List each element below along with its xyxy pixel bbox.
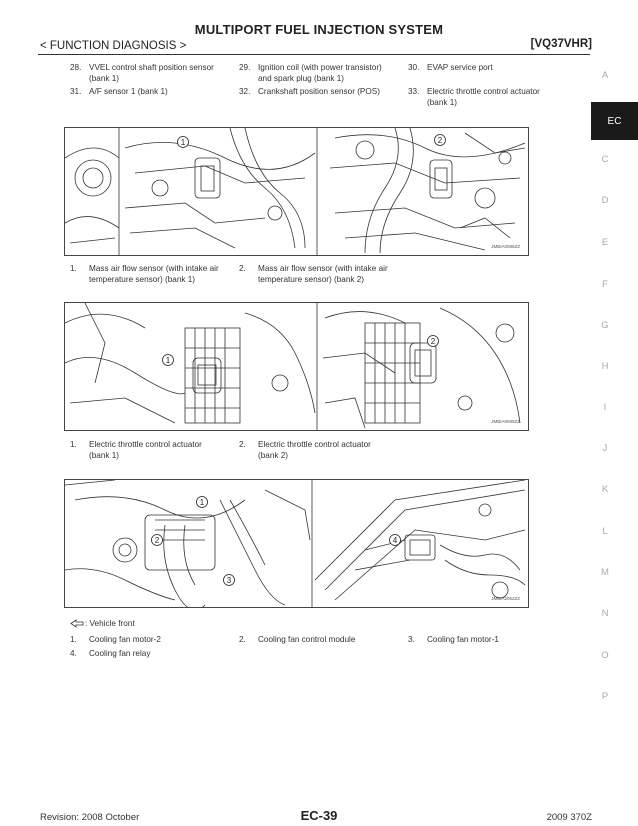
index-tab-c[interactable]: C — [601, 154, 609, 165]
legend-item: 2. Cooling fan control module — [239, 635, 356, 644]
index-tab-f[interactable]: F — [602, 279, 608, 290]
figure-code: JMBIA0086ZZ — [491, 244, 520, 249]
callout-1: 1 — [181, 138, 186, 147]
index-tab-e[interactable]: E — [601, 237, 609, 248]
legend-item: 29. Ignition coil (with power transistor… — [239, 63, 382, 83]
model-year: 2009 370Z — [546, 812, 592, 823]
header-rule — [38, 54, 590, 55]
index-tab-m[interactable]: M — [601, 567, 609, 578]
revision-date: Revision: 2008 October — [40, 812, 140, 823]
figure-code: JMBIA0085ZZ — [491, 419, 520, 424]
callout-1: 1 — [166, 356, 171, 365]
index-tab-g[interactable]: G — [601, 320, 609, 331]
legend-item: 1. Cooling fan motor-2 — [70, 635, 161, 644]
figure-throttle-actuators: 1 2 JMBIA0085ZZ — [64, 302, 529, 431]
index-tab-l[interactable]: L — [602, 526, 608, 537]
legend-item: 4. Cooling fan relay — [70, 649, 151, 658]
callout-2: 2 — [155, 536, 160, 545]
page-title: MULTIPORT FUEL INJECTION SYSTEM — [194, 22, 444, 37]
vehicle-front-note: : Vehicle front — [70, 618, 270, 630]
legend-item: 28. VVEL control shaft position sensor(b… — [70, 63, 214, 83]
arrow-left-icon — [70, 619, 84, 628]
legend-item: 3. Cooling fan motor-1 — [408, 635, 499, 644]
model-code: [VQ37VHR] — [530, 38, 592, 50]
callout-2: 2 — [438, 136, 443, 145]
callout-1: 1 — [200, 498, 205, 507]
index-tab-o[interactable]: O — [601, 650, 609, 661]
figure-mass-air-flow-sensors: 1 2 JMBIA0086ZZ — [64, 127, 529, 256]
legend-item: 2. Electric throttle control actuator(ba… — [239, 440, 371, 460]
index-tab-d[interactable]: D — [601, 195, 609, 206]
cooling-fan-illustration: 1 2 3 4 — [65, 480, 526, 607]
legend-item: 31. A/F sensor 1 (bank 1) — [70, 87, 168, 96]
legend-item: 2. Mass air flow sensor (with intake air… — [239, 264, 388, 284]
page-number: EC-39 — [300, 808, 338, 823]
section-name: < FUNCTION DIAGNOSIS > — [40, 40, 187, 52]
index-tab-h[interactable]: H — [601, 361, 609, 372]
index-tab-p[interactable]: P — [601, 691, 609, 702]
legend-item: 33. Electric throttle control actuator(b… — [408, 87, 540, 107]
index-tab-ec-active[interactable]: EC — [591, 102, 638, 140]
callout-4: 4 — [393, 536, 398, 545]
index-tab-a[interactable]: A — [601, 70, 609, 81]
legend-item: 1. Mass air flow sensor (with intake air… — [70, 264, 219, 284]
throttle-illustration: 1 2 — [65, 303, 521, 430]
index-tab-j[interactable]: J — [602, 443, 608, 454]
figure-code: JMBIA2062ZZ — [491, 596, 520, 601]
index-tab-n[interactable]: N — [601, 608, 609, 619]
index-tab-i[interactable]: I — [603, 402, 607, 413]
callout-2: 2 — [431, 337, 436, 346]
legend-item: 1. Electric throttle control actuator(ba… — [70, 440, 202, 460]
legend-item: 32. Crankshaft position sensor (POS) — [239, 87, 380, 96]
figure-cooling-fan: 1 2 3 4 JMBIA2062ZZ — [64, 479, 529, 608]
callout-3: 3 — [227, 576, 232, 585]
legend-item: 30. EVAP service port — [408, 63, 493, 72]
engine-bay-illustration: 1 2 — [65, 128, 526, 255]
index-tab-k[interactable]: K — [601, 484, 609, 495]
